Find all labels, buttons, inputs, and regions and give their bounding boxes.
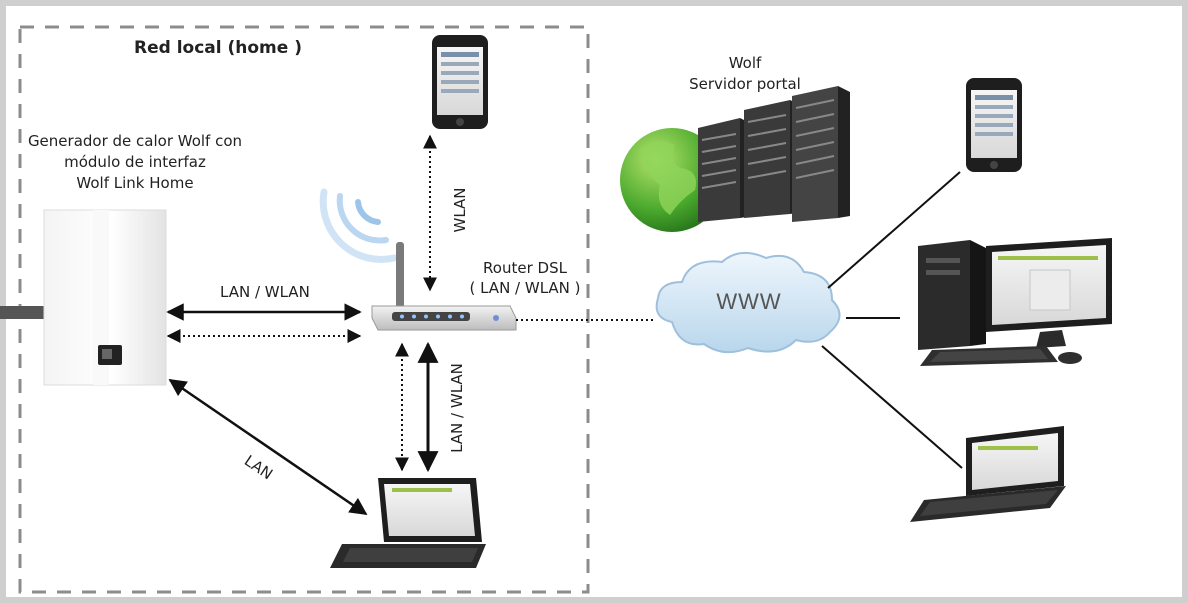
desktop-computer-icon <box>918 238 1112 366</box>
cloud-label: WWW <box>716 289 782 314</box>
router-label-line2: ( LAN / WLAN ) <box>469 279 581 297</box>
smartphone-icon-remote <box>966 78 1022 172</box>
connector-cloud-laptop <box>821 345 963 469</box>
server-label-line2: Servidor portal <box>689 75 801 93</box>
connector-lan-diagonal <box>168 378 368 516</box>
generator-label-line2: módulo de interfaz <box>64 153 206 171</box>
lan-wlan-vertical-label: LAN / WLAN <box>448 363 466 453</box>
generator-label-line1: Generador de calor Wolf con <box>27 132 243 150</box>
wlan-vertical-label: WLAN <box>451 187 469 233</box>
wall-pipe <box>0 306 44 319</box>
server-rack-icon <box>698 86 850 222</box>
router-label-line1: Router DSL <box>483 259 567 277</box>
router-icon <box>371 242 517 331</box>
lan-wlan-horizontal-label: LAN / WLAN <box>220 283 310 301</box>
laptop-icon-local <box>330 478 486 568</box>
wifi-waves-icon <box>319 188 398 263</box>
generator-label-line3: Wolf Link Home <box>76 174 194 192</box>
server-label-line1: Wolf <box>728 54 762 72</box>
connector-cloud-phone <box>827 171 961 289</box>
laptop-icon-remote <box>910 426 1066 522</box>
cloud-icon <box>655 251 841 354</box>
local-network-title: Red local (home ) <box>134 38 302 58</box>
smartphone-icon <box>432 35 488 129</box>
boiler-icon <box>43 209 167 386</box>
